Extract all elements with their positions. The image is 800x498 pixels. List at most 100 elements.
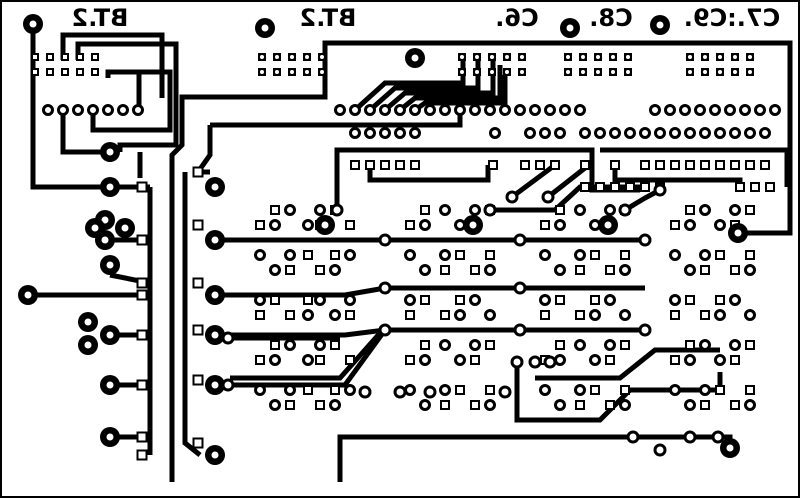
round-pad [544,104,556,116]
round-pad [318,53,326,61]
square-pad [255,355,265,365]
round-pad [503,68,511,76]
round-pad [498,385,512,399]
round-pad [349,104,361,116]
round-pad [609,127,621,139]
round-pad [269,399,281,411]
drill-hole [211,451,219,459]
drill-hole [321,221,329,229]
drill-hole [101,236,109,244]
round-pad [574,204,586,216]
round-pad [87,104,99,116]
round-pad [284,249,296,261]
square-pad [745,160,755,170]
square-pad [590,295,600,305]
round-pad [254,294,266,306]
square-pad [345,220,355,230]
round-pad [746,68,754,76]
square-pad [745,250,755,260]
round-pad [539,127,551,139]
svg-text:BT.2: BT.2 [300,4,357,32]
square-pad [255,310,265,320]
square-pad [670,310,680,320]
square-pad [555,205,565,215]
drill-hole [211,236,219,244]
round-pad [330,203,344,217]
round-pad [379,104,391,116]
round-pad [554,219,566,231]
square-pad [685,295,695,305]
round-pad [711,430,725,444]
square-pad [765,182,775,192]
square-pad [685,340,695,350]
drill-hole [211,183,219,191]
square-pad [700,160,710,170]
pad-layer [18,14,781,465]
round-pad [714,309,726,321]
square-pad [540,310,550,320]
square-pad [270,340,280,350]
square-pad [136,379,148,391]
round-pad [699,204,711,216]
square-pad [91,53,99,61]
round-pad [284,204,296,216]
round-pad [269,354,281,366]
round-pad [344,249,356,261]
round-pad [729,339,741,351]
round-pad [744,264,756,276]
round-pad [454,354,466,366]
round-pad [514,104,526,116]
drill-hole [29,20,37,28]
round-pad [609,53,617,61]
square-pad [580,182,590,192]
round-pad [314,294,326,306]
round-pad [684,354,696,366]
round-pad [269,264,281,276]
square-pad [685,205,695,215]
square-pad [440,310,450,320]
round-pad [724,104,736,116]
square-pad [330,385,340,395]
square-pad [136,277,148,289]
square-pad [303,250,313,260]
square-pad [655,160,665,170]
round-pad [574,339,586,351]
square-pad [610,160,620,170]
square-pad [455,295,465,305]
round-pad [409,104,421,116]
square-pad [555,340,565,350]
round-pad [303,68,311,76]
round-pad [221,378,235,392]
round-pad [754,104,766,116]
square-pad [270,205,280,215]
square-pad [76,68,84,76]
square-pad [46,53,54,61]
svg-text:C7.:C9.: C7.:C9. [684,4,780,32]
round-pad [42,104,54,116]
round-pad [454,104,466,116]
square-pad [192,374,204,386]
round-pad [344,384,356,396]
round-pad [439,384,451,396]
round-pad [604,294,616,306]
round-pad [619,264,631,276]
drill-hole [656,21,664,29]
round-pad [579,53,587,61]
round-pad [364,127,376,139]
square-pad [192,166,204,178]
square-pad [485,250,495,260]
drill-hole [106,261,114,269]
round-pad [684,264,696,276]
round-pad [669,294,681,306]
round-pad [729,127,741,139]
square-pad [555,295,565,305]
label-c8: C8. [589,4,632,32]
square-pad [410,160,420,170]
square-pad [470,265,480,275]
square-pad [61,68,69,76]
round-pad [378,233,392,247]
round-pad [554,264,566,276]
round-pad [746,53,754,61]
round-pad [574,384,586,396]
square-pad [625,182,635,192]
